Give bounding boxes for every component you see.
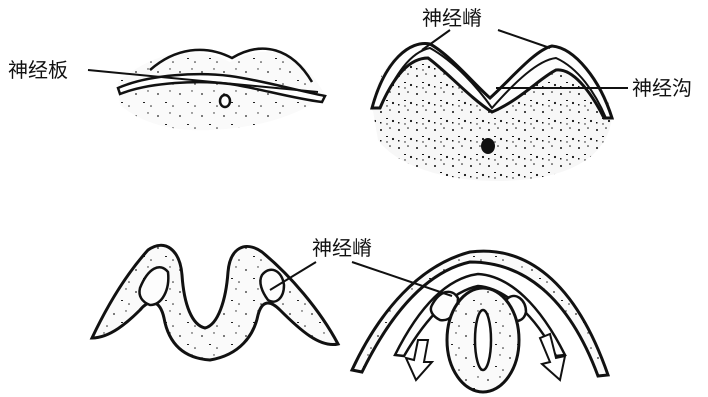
neural-groove-label: 神经沟 [632, 78, 692, 98]
neural-crest-label-bottom: 神经嵴 [312, 238, 372, 258]
notochord [220, 95, 230, 107]
neural-fold-tissue [92, 245, 338, 360]
neural-canal [475, 310, 491, 370]
neural-tube-stage [352, 251, 608, 392]
notochord [481, 138, 495, 154]
neural-plate-label: 神经板 [8, 60, 68, 80]
neural-fold-stage [92, 245, 338, 360]
neural-groove-stage [372, 44, 612, 181]
leader-line-crest-right-top [498, 30, 550, 48]
neural-crest-label-top: 神经嵴 [422, 8, 482, 28]
right-migration-arrow-icon [540, 334, 565, 380]
